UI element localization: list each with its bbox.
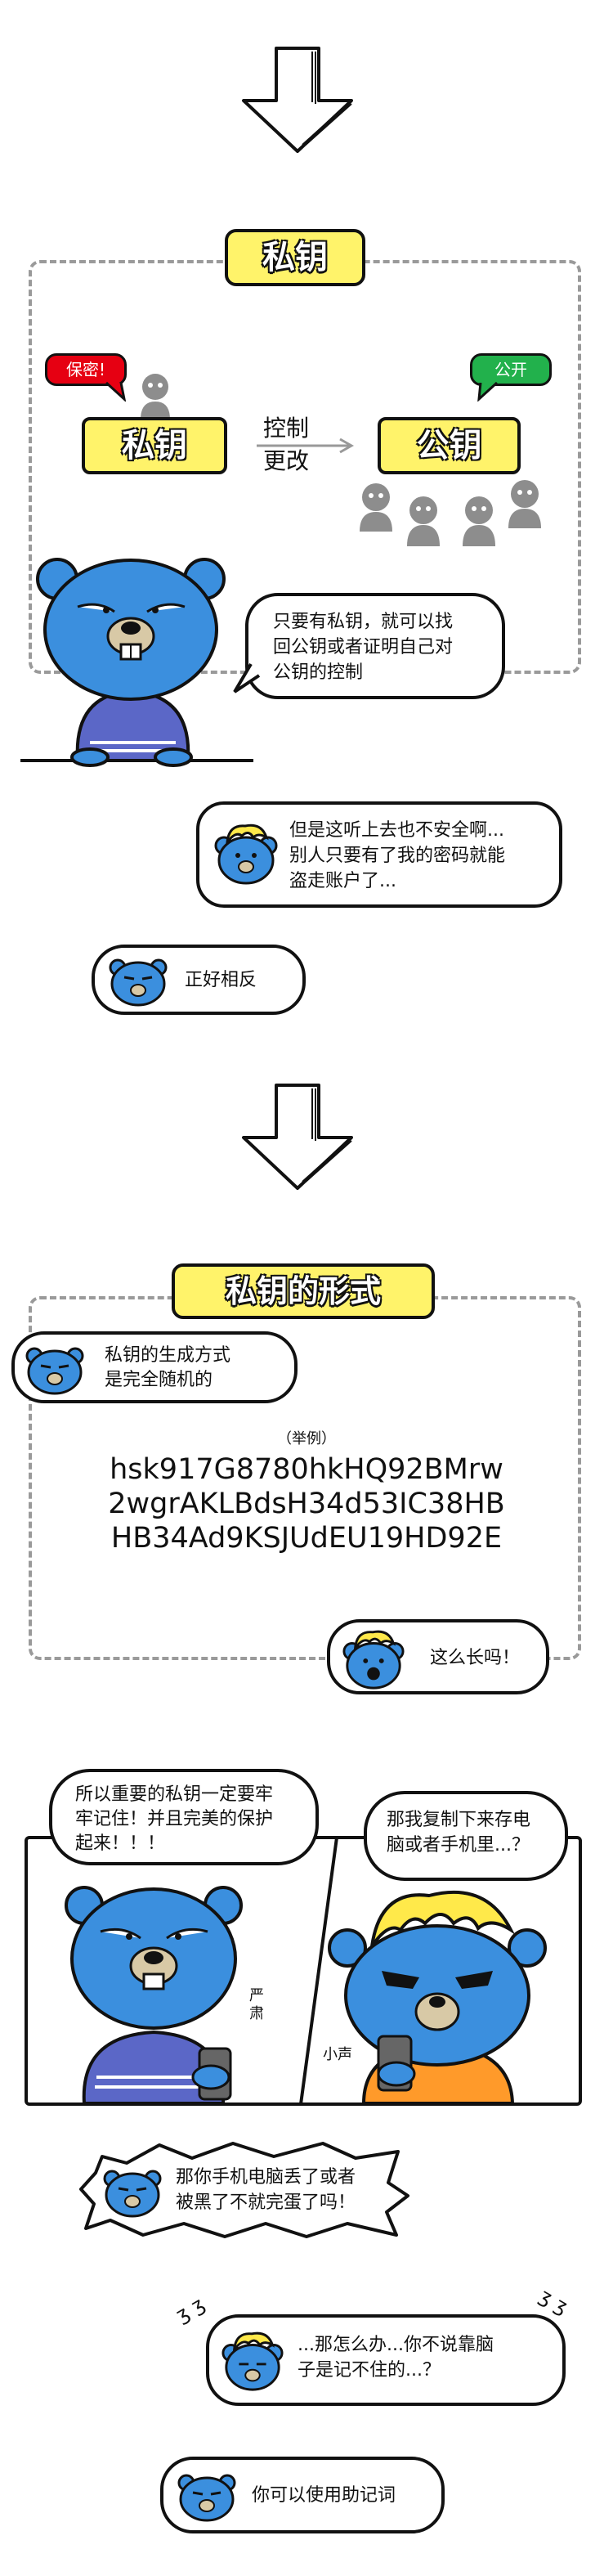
down-arrow-icon (242, 47, 353, 153)
panel-divider (299, 1837, 338, 2105)
section-title-key-format: 私钥的形式 (172, 1263, 435, 1319)
private-key-example-line: hsk917G8780hkHQ92BMrw (110, 1453, 503, 1486)
side-note-serious: 严肃 (249, 1987, 264, 2022)
badge-tail-icon (477, 381, 499, 402)
right-speech-bubble: 那我复制下来存电 脑或者手机里...？ (364, 1791, 568, 1881)
arrow-label-control: 控制 (263, 415, 310, 442)
private-key-example-line: HB34Ad9KSJUdEU19HD92E (110, 1522, 503, 1555)
private-key-box: 私钥 (82, 417, 227, 474)
blonde-bear-avatar (221, 2331, 284, 2391)
blue-bear-avatar (109, 958, 168, 1007)
example-label: （举例） (277, 1430, 336, 1447)
blonde-bear-avatar (342, 1630, 405, 1690)
bubble-text: 起来！！！ (75, 1833, 166, 1854)
bubble-text: 被黑了不就完蛋了吗！ (176, 2192, 356, 2213)
public-people-icon (360, 480, 541, 546)
reply-text: 这么长吗！ (430, 1648, 521, 1668)
owner-person-icon (141, 374, 170, 420)
bubble-text: 回公钥或者证明自己对 (273, 637, 454, 657)
intro-text: 私钥的生成方式 (105, 1345, 231, 1366)
mnemonic-answer-pill: 你可以使用助记词 (160, 2457, 445, 2533)
bubble-text: 牢记住！并且完美的保护 (75, 1809, 274, 1829)
explanation-speech-bubble: 只要有私钥，就可以找 回公钥或者证明自己对 公钥的控制 (245, 593, 505, 699)
bubble-text: 公钥的控制 (273, 662, 364, 683)
blue-bear-avatar (25, 1347, 84, 1395)
private-key-example-line: 2wgrAKLBdsH34d53IC38HB (108, 1488, 505, 1520)
bubble-text: 脑或者手机里...？ (387, 1835, 530, 1856)
secret-badge: 保密! (45, 353, 127, 386)
public-badge: 公开 (470, 353, 552, 386)
answer-pill: 正好相反 (92, 945, 306, 1015)
arrow-label-modify: 更改 (263, 447, 310, 474)
bubble-text: 别人只要有了我的密码就能 (289, 846, 506, 866)
bubble-text: 所以重要的私钥一定要牢 (75, 1784, 274, 1805)
section-title-private-key: 私钥 (225, 229, 365, 286)
bubble-tail-icon (233, 662, 261, 693)
down-arrow-icon (242, 1084, 353, 1190)
sweat-marks-right-icon: ʒ ʒ (535, 2284, 572, 2318)
public-key-box: 公钥 (378, 417, 521, 474)
answer-text: 正好相反 (185, 970, 257, 990)
intro-text: 是完全随机的 (105, 1370, 213, 1390)
question-speech-bubble: 但是这听上去也不安全啊... 别人只要有了我的密码就能 盗走账户了... (196, 801, 562, 908)
bubble-text: 但是这听上去也不安全啊... (289, 820, 504, 841)
bubble-text: 子是记不住的...？ (298, 2360, 441, 2381)
bubble-text: ...那怎么办...你不说靠脑 (298, 2335, 494, 2355)
bubble-text: 那我复制下来存电 (387, 1810, 531, 1830)
worried-speech-bubble: ...那怎么办...你不说靠脑 子是记不住的...？ (206, 2314, 566, 2406)
left-speech-bubble: 所以重要的私钥一定要牢 牢记住！并且完美的保护 起来！！！ (49, 1769, 319, 1865)
whispering-blonde-bear-illustration (328, 1890, 547, 2103)
spiky-speech-bubble (79, 2142, 409, 2238)
bubble-text: 盗走账户了... (289, 871, 396, 891)
blue-bear-avatar (177, 2474, 236, 2522)
blue-bear-teacher-illustration (20, 558, 253, 767)
bubble-text: 那你手机电脑丢了或者 (176, 2167, 356, 2188)
answer-text: 你可以使用助记词 (252, 2485, 396, 2506)
right-arrow-icon (257, 438, 355, 454)
intro-pill: 私钥的生成方式 是完全随机的 (11, 1331, 298, 1403)
blonde-bear-avatar (214, 824, 278, 885)
blue-bear-avatar (103, 2170, 162, 2218)
bubble-text: 只要有私钥，就可以找 (273, 612, 454, 632)
badge-tail-icon (105, 381, 127, 402)
serious-blue-bear-illustration (65, 1886, 243, 2103)
side-note-whisper: 小声 (323, 2046, 352, 2063)
sweat-marks-left-icon: ʒ ʒ (172, 2292, 208, 2327)
reply-pill: 这么长吗！ (327, 1619, 549, 1694)
